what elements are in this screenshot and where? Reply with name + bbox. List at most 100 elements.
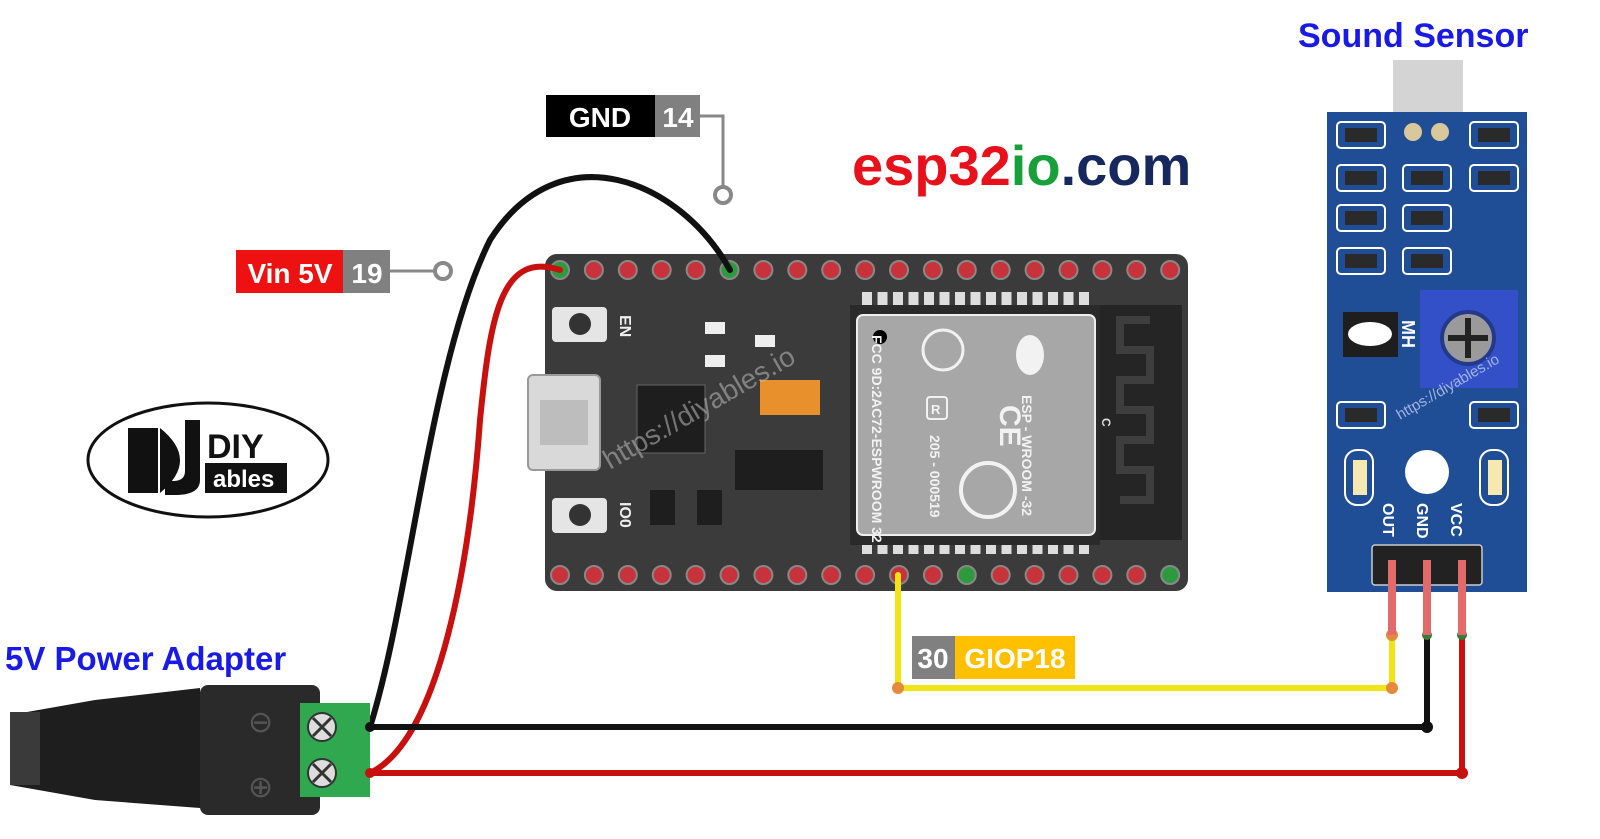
module-cert-text: 205 - 000519 <box>927 435 943 518</box>
header-pin <box>685 565 706 585</box>
smd-body <box>1345 254 1377 268</box>
module-pad <box>1063 292 1074 306</box>
module-pad <box>939 540 950 554</box>
microphone <box>1393 60 1463 115</box>
module-pad <box>924 540 934 554</box>
smd-body <box>1345 128 1377 142</box>
vin-pin-label: Vin 5V 19 <box>236 250 453 293</box>
svg-text:ables: ables <box>213 466 274 493</box>
module-pad <box>862 540 872 554</box>
header-pin <box>1024 565 1045 585</box>
smd-body <box>1478 128 1510 142</box>
svg-text:Vin 5V: Vin 5V <box>247 258 332 289</box>
esp32-board: EN IO0 FCC 9D:2AC72-ESPWROOM 32 205 - 00… <box>527 254 1188 591</box>
header-pin <box>617 260 638 280</box>
usb-uart-chip <box>636 384 706 454</box>
module-pad <box>1032 292 1043 306</box>
header-pin <box>583 260 604 280</box>
svg-text:DIY: DIY <box>207 428 264 466</box>
module-pad <box>970 540 981 554</box>
header-pin <box>821 260 842 280</box>
power-adapter: ⊖ ⊕ <box>10 685 375 815</box>
module-pad <box>893 540 903 554</box>
header-pin <box>956 565 977 585</box>
header-pin <box>821 565 842 585</box>
module-pad <box>908 292 919 306</box>
header-pin <box>855 260 876 280</box>
header-pin <box>1092 260 1113 280</box>
header-pin <box>956 260 977 280</box>
en-button[interactable] <box>552 307 607 342</box>
pin-label-gnd: GND <box>1413 503 1430 539</box>
mounting-hole <box>1405 450 1449 494</box>
header-pin <box>889 260 909 280</box>
header-pin <box>753 565 774 585</box>
diyables-logo: DIY ables <box>86 401 330 519</box>
smd-body <box>1478 171 1510 185</box>
smd-body <box>1411 211 1443 225</box>
giop18-pin-label: 30 GIOP18 <box>912 636 1075 679</box>
power-adapter-title: 5V Power Adapter <box>5 640 286 677</box>
header-pin <box>617 565 638 585</box>
header-pin <box>1160 565 1181 585</box>
site-title: esp32io.com <box>852 134 1191 197</box>
header-pin <box>753 260 774 280</box>
capacitor <box>760 380 820 415</box>
yellow-wire-signal <box>895 572 1395 691</box>
io0-button[interactable] <box>552 498 607 533</box>
module-pad <box>877 540 888 554</box>
module-pad <box>908 540 919 554</box>
module-pad <box>970 292 981 306</box>
module-pad <box>939 292 950 306</box>
header-pin <box>1160 260 1181 280</box>
sound-sensor-module: MH OUT GND VCC https://diyables.io <box>1327 60 1527 592</box>
header-pin <box>1126 565 1147 585</box>
pin-label-vcc: VCC <box>1447 503 1464 537</box>
smd-component <box>1402 204 1452 232</box>
module-pad <box>893 292 903 306</box>
header-pin <box>990 260 1011 280</box>
module-pad <box>1001 540 1012 554</box>
module-pad <box>1079 540 1089 554</box>
header-pin <box>855 565 876 585</box>
header-pin <box>685 260 706 280</box>
red-wire-vin-to-adapter <box>367 263 563 776</box>
header-pin <box>550 565 570 585</box>
en-label: EN <box>616 315 633 337</box>
smd-component <box>1469 164 1519 192</box>
header-pin <box>1024 260 1045 280</box>
esp-wroom-module <box>856 314 1096 536</box>
module-pad <box>1001 292 1012 306</box>
module-r-mark: R <box>931 402 941 417</box>
smd-component <box>1336 401 1386 429</box>
header-pin <box>787 260 808 280</box>
ce-mark: CE <box>993 405 1026 447</box>
smd-body <box>1345 211 1377 225</box>
module-pad <box>986 540 996 554</box>
module-pad <box>955 292 965 306</box>
module-fcc-text: FCC 9D:2AC72-ESPWROOM 32 <box>869 335 885 543</box>
svg-text:GIOP18: GIOP18 <box>964 643 1065 674</box>
header-pin <box>787 565 808 585</box>
smd-body <box>1345 408 1377 422</box>
header-pin <box>990 565 1011 585</box>
smd-component <box>1402 247 1452 275</box>
module-pad <box>1063 540 1074 554</box>
module-pad <box>877 292 888 306</box>
module-pad <box>862 292 872 306</box>
espressif-logo-icon <box>959 461 1017 519</box>
module-pad <box>986 292 996 306</box>
wifi-logo-icon <box>1016 335 1044 375</box>
fcc-icon <box>921 328 965 372</box>
header-pin <box>719 565 740 585</box>
header-pin <box>1058 260 1079 280</box>
smd-component <box>1402 164 1452 192</box>
module-pad <box>1048 540 1058 554</box>
wires <box>367 174 1468 779</box>
header-pin <box>651 565 672 585</box>
smd-body <box>1411 171 1443 185</box>
smd-body <box>1345 171 1377 185</box>
smd-component <box>1469 121 1519 149</box>
smd-component <box>1336 164 1386 192</box>
